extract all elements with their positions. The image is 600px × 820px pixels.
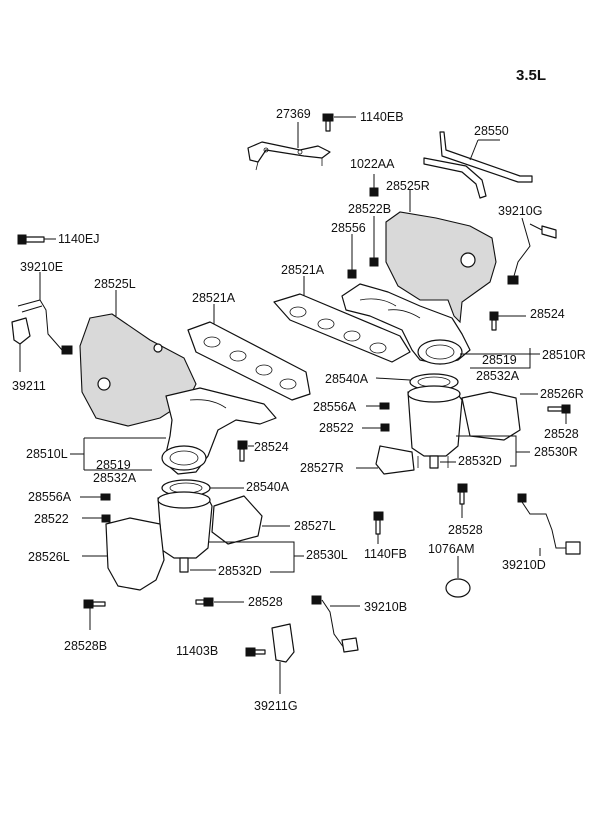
gasket-28556a-right [366, 402, 390, 410]
label-39210g: 39210G [498, 204, 542, 218]
oxygen-sensor-39210d [517, 493, 581, 556]
stud-28522b [369, 216, 379, 267]
exhaust-manifold-28510r [341, 283, 471, 365]
label-28522-right: 28522 [319, 421, 354, 435]
label-28530r: 28530R [534, 445, 578, 459]
heat-shield-28527r [356, 445, 415, 475]
label-28519-left: 28519 [96, 458, 131, 472]
bracket-line-28530r [456, 435, 530, 467]
bolt-28528-middle [457, 483, 468, 518]
oxygen-sensor-39210b [311, 595, 360, 653]
heat-shield-28527l [211, 495, 290, 545]
label-28525l: 28525L [94, 277, 136, 291]
bolt-28524-right [489, 311, 526, 331]
label-28550: 28550 [474, 124, 509, 138]
heat-shield-28526l [82, 517, 165, 591]
bracket-line-28510r [460, 348, 540, 369]
bracket-line-28530l [208, 541, 304, 573]
bolt-1140eb [322, 113, 356, 132]
label-1140fb: 1140FB [364, 547, 407, 561]
bracket-39211 [11, 317, 31, 372]
gasket-28556 [347, 234, 357, 279]
label-28527l: 28527L [294, 519, 336, 533]
heat-protector-28525r [385, 190, 497, 324]
label-39210d: 39210D [502, 558, 546, 572]
label-27369: 27369 [276, 107, 311, 121]
label-28532d-left: 28532D [218, 564, 262, 578]
label-28526r: 28526R [540, 387, 584, 401]
catalytic-converter-28530r [407, 385, 463, 469]
bolt-11403b [245, 647, 266, 657]
nut-28522-right [362, 423, 390, 432]
label-28528b: 28528B [64, 639, 107, 653]
bolt-28528b [83, 599, 106, 630]
gasket-28521a-left [187, 304, 311, 401]
bracket-39211g [271, 623, 295, 694]
label-39211g: 39211G [254, 699, 298, 713]
bolt-28528-right [547, 404, 571, 424]
label-39210b: 39210B [364, 600, 407, 614]
label-28528-right: 28528 [544, 427, 579, 441]
label-28540a-right: 28540A [325, 372, 369, 386]
label-28532a-left: 28532A [93, 471, 137, 485]
label-1140ej: 1140EJ [58, 232, 99, 246]
heat-shield-28526r [461, 391, 538, 441]
bolt-28528-left [195, 597, 244, 607]
label-28522-left: 28522 [34, 512, 69, 526]
label-28528-left: 28528 [248, 595, 283, 609]
label-28527r: 28527R [300, 461, 344, 475]
label-11403b: 11403B [176, 644, 218, 658]
label-28556: 28556 [331, 221, 366, 235]
label-28556a-right: 28556A [313, 400, 357, 414]
label-28510l: 28510L [26, 447, 68, 461]
label-28521a-right: 28521A [281, 263, 325, 277]
label-28525r: 28525R [386, 179, 430, 193]
label-1022aa: 1022AA [350, 157, 395, 171]
bolt-1140fb [373, 511, 384, 544]
label-28521a-left: 28521A [192, 291, 236, 305]
label-28528-middle: 28528 [448, 523, 483, 537]
label-39211: 39211 [12, 379, 46, 393]
engine-variant-title: 3.5L [516, 67, 546, 84]
pipe-28550 [423, 131, 533, 199]
nut-28522-left [82, 514, 111, 523]
oxygen-sensor-39210g [507, 217, 557, 285]
bracket-line-28510l [70, 437, 166, 471]
label-28519-right: 28519 [482, 353, 517, 367]
catalytic-converter-28530l [157, 491, 213, 573]
label-28522b: 28522B [348, 202, 391, 216]
label-28524-right: 28524 [530, 307, 565, 321]
label-1076am: 1076AM [428, 542, 475, 556]
label-28526l: 28526L [28, 550, 70, 564]
label-28532d-right: 28532D [458, 454, 502, 468]
gasket-28556a-left [80, 493, 111, 501]
label-28524-left: 28524 [254, 440, 289, 454]
label-28540a-left: 28540A [246, 480, 290, 494]
plug-1076am [445, 556, 471, 598]
bracket-27369 [247, 122, 331, 171]
label-1140eb: 1140EB [360, 110, 404, 124]
label-28556a-left: 28556A [28, 490, 72, 504]
label-28530l: 28530L [306, 548, 348, 562]
bolt-28524-left [237, 440, 254, 462]
bolt-1140ej [17, 234, 56, 245]
oxygen-sensor-39210e [17, 272, 73, 355]
label-28510r: 28510R [542, 348, 586, 362]
label-39210e: 39210E [20, 260, 63, 274]
exhaust-manifold-28510l [161, 387, 277, 475]
label-28532a-right: 28532A [476, 369, 520, 383]
nut-1022aa [369, 174, 379, 197]
gasket-28521a-right [273, 276, 411, 363]
